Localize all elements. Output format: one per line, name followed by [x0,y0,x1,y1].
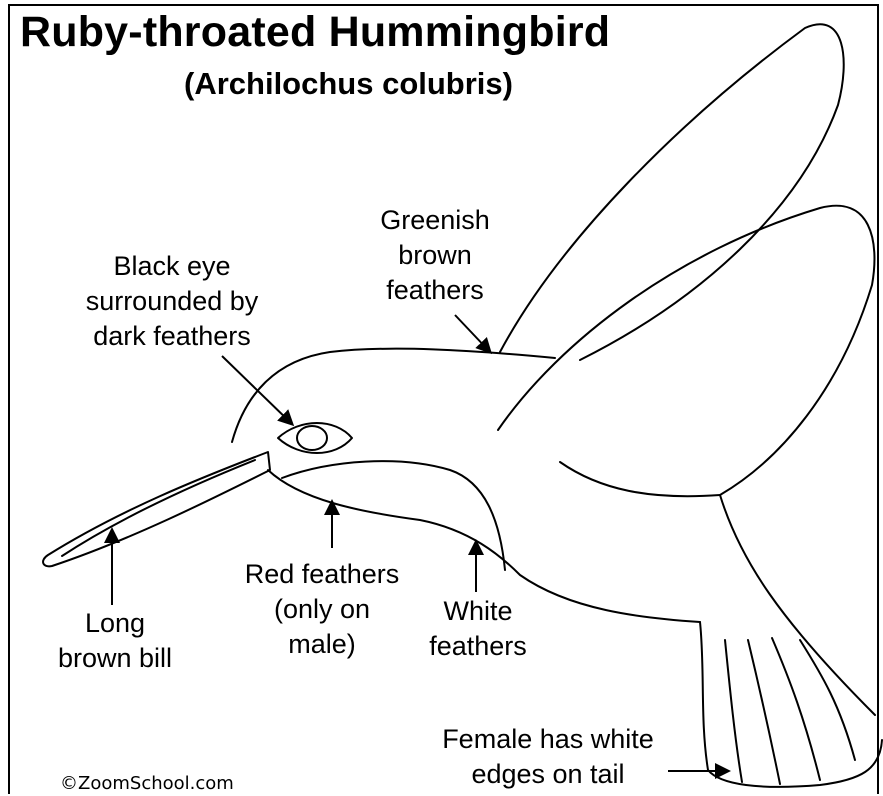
label-belly: White feathers [408,594,548,664]
tail-feather [748,640,780,784]
label-bill: Long brown bill [40,606,190,676]
tail-outline [700,622,882,787]
eye-outline [278,423,352,453]
tail-feather [725,640,742,782]
front-wing [498,206,874,495]
label-tail: Female has white edges on tail [418,722,678,792]
label-eye: Black eye surrounded by dark feathers [62,249,282,354]
copyright-credit: ©ZoomSchool.com [60,773,234,794]
label-back-feathers: Greenish brown feathers [360,203,510,308]
label-throat: Red feathers (only on male) [222,557,422,662]
pointer-back [455,315,490,352]
tail-feather [800,640,855,760]
bill-split [62,460,255,556]
bill [43,452,270,566]
head-back-outline [232,349,555,442]
upper-wing [500,24,844,360]
eye [297,426,327,450]
wing-base-curve [560,462,720,496]
diagram-subtitle: (Archilochus colubris) [184,66,513,102]
diagram-title: Ruby-throated Hummingbird [20,8,610,57]
rear-body [720,495,875,715]
pointer-eye [222,356,292,424]
